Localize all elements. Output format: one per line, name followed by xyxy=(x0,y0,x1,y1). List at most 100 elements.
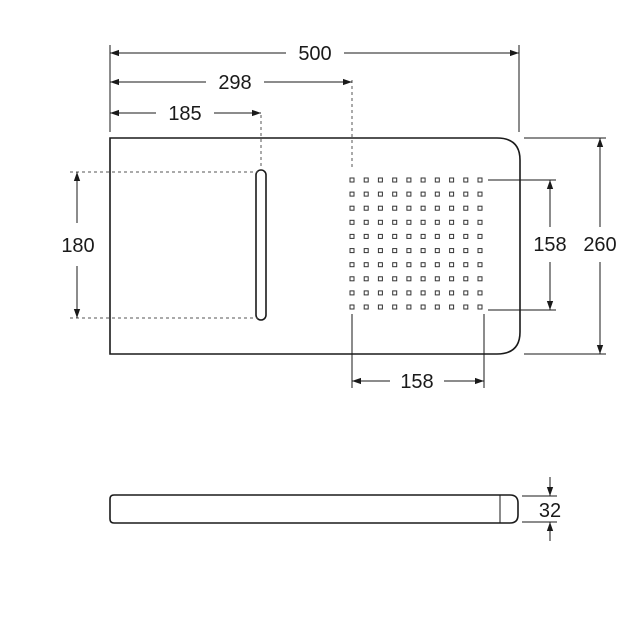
drain-hole xyxy=(463,219,469,225)
drain-hole xyxy=(449,248,455,254)
dim-total-depth-label: 260 xyxy=(583,234,616,256)
drain-hole xyxy=(363,233,369,239)
drain-hole xyxy=(349,233,355,239)
drain-hole xyxy=(420,177,426,183)
dim-slot-offset-label: 185 xyxy=(168,103,201,125)
drain-hole xyxy=(392,262,398,268)
drain-hole xyxy=(349,219,355,225)
drain-hole xyxy=(477,219,483,225)
drain-hole xyxy=(463,191,469,197)
drain-hole xyxy=(449,205,455,211)
drain-hole xyxy=(420,205,426,211)
drain-hole xyxy=(463,177,469,183)
drain-hole xyxy=(463,304,469,310)
drain-hole xyxy=(434,276,440,282)
drain-hole xyxy=(392,248,398,254)
drain-hole xyxy=(377,233,383,239)
hole-grid xyxy=(349,177,483,310)
dim-slot-length: 180 xyxy=(58,171,258,319)
drain-hole xyxy=(392,304,398,310)
drain-hole xyxy=(392,233,398,239)
drain-hole xyxy=(449,177,455,183)
drain-hole xyxy=(449,276,455,282)
drain-hole xyxy=(449,233,455,239)
drain-hole xyxy=(463,290,469,296)
drain-hole xyxy=(434,177,440,183)
drain-hole xyxy=(406,248,412,254)
drain-hole xyxy=(449,304,455,310)
drain-hole xyxy=(477,248,483,254)
drain-hole xyxy=(349,191,355,197)
dim-thickness-label: 32 xyxy=(539,500,561,522)
drain-hole xyxy=(420,248,426,254)
drain-hole xyxy=(377,290,383,296)
dim-hole-grid-offset-label: 298 xyxy=(218,72,251,94)
drain-hole xyxy=(363,276,369,282)
dim-grid-height: 158 xyxy=(488,179,570,311)
drain-hole xyxy=(392,276,398,282)
drain-hole xyxy=(377,248,383,254)
drain-hole xyxy=(420,262,426,268)
drain-hole xyxy=(377,304,383,310)
drain-hole xyxy=(406,219,412,225)
drain-hole xyxy=(363,191,369,197)
dim-total-depth: 260 xyxy=(524,137,620,355)
drain-hole xyxy=(434,233,440,239)
drain-hole xyxy=(363,205,369,211)
drain-hole xyxy=(392,219,398,225)
drain-slot xyxy=(255,169,267,321)
drain-hole xyxy=(434,262,440,268)
drain-hole xyxy=(406,290,412,296)
drain-hole xyxy=(463,233,469,239)
drain-hole xyxy=(477,233,483,239)
drain-hole xyxy=(449,219,455,225)
drain-hole xyxy=(363,262,369,268)
drain-hole xyxy=(377,205,383,211)
drain-hole xyxy=(349,262,355,268)
drain-hole xyxy=(377,219,383,225)
drain-hole xyxy=(420,233,426,239)
drain-hole xyxy=(434,191,440,197)
drain-hole xyxy=(392,191,398,197)
drain-hole xyxy=(463,276,469,282)
drain-hole xyxy=(392,205,398,211)
drain-hole xyxy=(420,219,426,225)
drain-hole xyxy=(363,304,369,310)
drain-hole xyxy=(420,290,426,296)
drain-hole xyxy=(406,233,412,239)
drain-hole xyxy=(463,205,469,211)
drain-hole xyxy=(406,205,412,211)
drain-hole xyxy=(449,191,455,197)
drain-hole xyxy=(406,276,412,282)
drain-hole xyxy=(477,205,483,211)
drain-hole xyxy=(377,177,383,183)
tray-side-view-outline xyxy=(109,494,519,524)
drain-hole xyxy=(349,290,355,296)
drain-hole xyxy=(406,304,412,310)
drain-hole xyxy=(377,191,383,197)
tray-top-view-outline xyxy=(109,137,521,355)
drain-hole xyxy=(349,276,355,282)
drain-hole xyxy=(406,177,412,183)
drain-hole xyxy=(363,290,369,296)
drain-hole xyxy=(363,219,369,225)
drain-hole xyxy=(449,290,455,296)
drain-hole xyxy=(349,304,355,310)
drain-hole xyxy=(349,177,355,183)
dim-grid-width-label: 158 xyxy=(400,371,433,393)
drain-hole xyxy=(463,248,469,254)
drain-hole xyxy=(434,304,440,310)
drain-hole xyxy=(377,276,383,282)
dim-thickness: 32 xyxy=(522,477,564,541)
dim-grid-width: 158 xyxy=(351,314,485,393)
drain-hole xyxy=(434,290,440,296)
dim-grid-height-label: 158 xyxy=(533,234,566,256)
dim-slot-offset: 185 xyxy=(110,103,261,125)
drain-hole xyxy=(449,262,455,268)
drain-hole xyxy=(463,262,469,268)
drain-hole xyxy=(420,276,426,282)
drain-hole xyxy=(392,290,398,296)
drain-hole xyxy=(363,248,369,254)
drain-hole xyxy=(420,304,426,310)
